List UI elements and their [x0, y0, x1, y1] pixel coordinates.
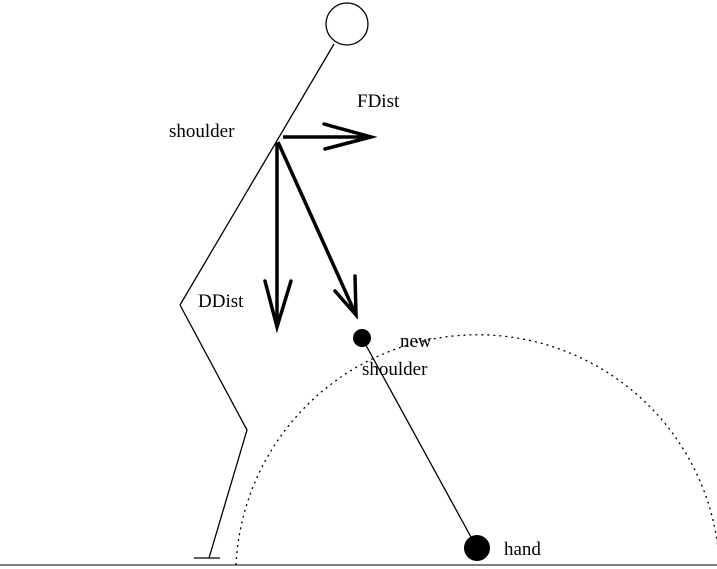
head-circle [325, 2, 369, 46]
arm-line [361, 337, 478, 549]
fdist-arrow [283, 122, 378, 151]
resultant-arrow [276, 141, 358, 320]
reach-arc [235, 334, 717, 566]
ddist-label: DDist [198, 291, 244, 312]
leg-line [179, 304, 248, 559]
hand-label: hand [504, 539, 541, 560]
ddist-arrow [263, 143, 293, 334]
new-shoulder-dot [353, 329, 371, 347]
hand-dot [464, 535, 490, 561]
torso-line [179, 43, 335, 306]
new-label: new [400, 331, 432, 352]
new-shoulder-label: shoulder [362, 359, 428, 380]
shoulder-label: shoulder [169, 121, 235, 142]
fdist-label: FDist [357, 91, 400, 112]
